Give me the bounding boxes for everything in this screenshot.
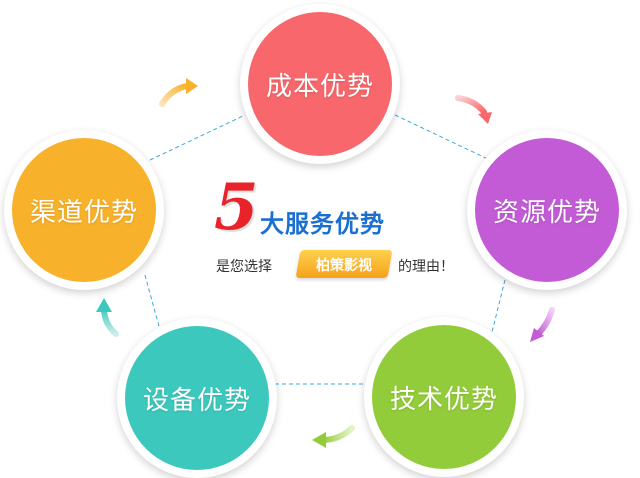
center-heading: 大服务优势 — [260, 210, 385, 238]
connector-bottomleft-left — [144, 274, 161, 331]
arrow-bottomleft-to-left — [96, 298, 119, 337]
node-resource-advantage: 资源优势 — [467, 130, 627, 290]
node-cost-advantage: 成本优势 — [240, 4, 400, 164]
connector-left-top — [149, 114, 246, 161]
node-channel-advantage: 渠道优势 — [4, 130, 164, 290]
dashed-connectors — [144, 114, 506, 385]
node-resource-advantage-label: 资源优势 — [475, 138, 619, 282]
arrow-top-to-right — [455, 95, 492, 124]
center-title: 5 大服务优势 — [210, 176, 470, 240]
connector-top-right — [394, 114, 491, 161]
connector-right-bottomright — [489, 279, 506, 341]
node-equipment-advantage: 设备优势 — [117, 318, 277, 478]
brand-name: 柏策影视 — [316, 258, 372, 274]
subline-prefix: 是您选择 — [216, 259, 272, 275]
arrow-bottomright-to-bottomleft — [312, 425, 355, 448]
arrow-left-to-top — [159, 78, 198, 107]
center-subline: 是您选择 柏策影视 的理由！ — [216, 248, 476, 282]
node-technology-advantage-label: 技术优势 — [372, 325, 516, 469]
node-cost-advantage-label: 成本优势 — [248, 12, 392, 156]
big-number: 5 — [214, 170, 259, 245]
node-channel-advantage-label: 渠道优势 — [12, 138, 156, 282]
subline-suffix: 的理由！ — [398, 259, 454, 275]
arrow-right-to-bottomright — [530, 307, 555, 342]
node-technology-advantage: 技术优势 — [364, 317, 524, 477]
node-equipment-advantage-label: 设备优势 — [125, 326, 269, 470]
